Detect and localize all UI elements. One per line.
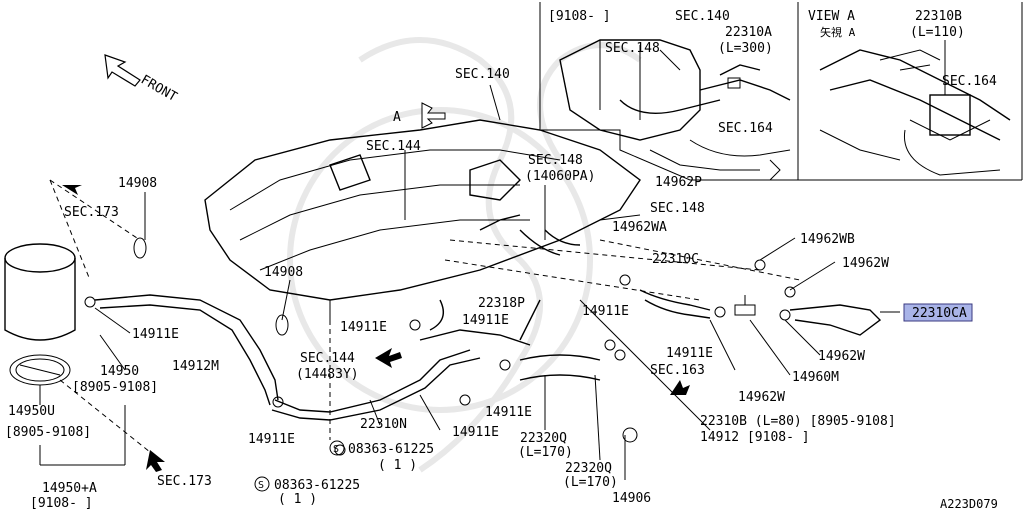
label-14911e-r1[interactable]: 14911E	[582, 304, 629, 319]
engine-cover	[204, 119, 641, 320]
label-sec173-top[interactable]: SEC.173	[64, 205, 119, 220]
label-22310b-l80[interactable]: 22310B (L=80) [8905-9108]	[700, 414, 896, 429]
label-14962w-3[interactable]: 14962W	[738, 390, 785, 405]
label-14912m[interactable]: 14912M	[172, 359, 219, 374]
sec173-bottom-arrow-icon	[146, 450, 165, 472]
label-22310c[interactable]: 22310C	[652, 252, 699, 267]
label-a-marker: A	[393, 110, 401, 125]
hose-lines	[94, 214, 882, 421]
label-bolt2-qty: ( 1 )	[278, 492, 317, 507]
label-l170-1: (L=170)	[518, 445, 573, 460]
label-bolt2[interactable]: 08363-61225	[274, 478, 360, 493]
label-14911e-c2[interactable]: 14911E	[462, 313, 509, 328]
label-l110: (L=110)	[910, 25, 965, 40]
label-sec140-inset[interactable]: SEC.140	[675, 9, 730, 24]
label-14950-range: [8905-9108]	[72, 380, 158, 395]
label-sec148-right[interactable]: SEC.148	[650, 201, 705, 216]
label-l170-2: (L=170)	[563, 475, 618, 490]
label-bolt1[interactable]: 08363-61225	[348, 442, 434, 457]
inset-canister-assembly	[559, 39, 791, 181]
label-14962w-2[interactable]: 14962W	[818, 349, 865, 364]
direction-arrows	[62, 54, 690, 472]
label-sec164-inset1[interactable]: SEC.164	[718, 121, 773, 136]
label-14911e-c1[interactable]: 14911E	[340, 320, 387, 335]
label-14950a-range: [9108- ]	[30, 496, 93, 511]
label-14960m[interactable]: 14960M	[792, 370, 839, 385]
label-22320q-2[interactable]: 22320Q	[565, 461, 612, 476]
label-14911e-c3[interactable]: 14911E	[485, 405, 532, 420]
label-bolt1-qty: ( 1 )	[378, 458, 417, 473]
label-view-a: VIEW A	[808, 9, 855, 24]
bolt2-s-mark-icon	[254, 476, 270, 492]
label-14911e-r2[interactable]: 14911E	[666, 346, 713, 361]
label-s-mark-1: S	[333, 444, 339, 455]
sec144-arrow-icon	[375, 348, 402, 368]
label-14908-top[interactable]: 14908	[118, 176, 157, 191]
label-sec163[interactable]: SEC.163	[650, 363, 705, 378]
part-labels: SEC.140 SEC.140 [9108- ] SEC.148 22310A …	[5, 9, 998, 511]
label-bracket-9108: [9108- ]	[548, 9, 611, 24]
label-14906[interactable]: 14906	[612, 491, 651, 506]
canister	[4, 243, 76, 386]
label-drawing-code: A223D079	[940, 497, 998, 511]
label-front: FRONT	[138, 72, 180, 105]
label-14060pa[interactable]: (14060PA)	[525, 169, 595, 184]
label-14950u[interactable]: 14950U	[8, 404, 55, 419]
label-l300: (L=300)	[718, 41, 773, 56]
label-22310a[interactable]: 22310A	[725, 25, 772, 40]
label-14483y[interactable]: (14483Y)	[296, 367, 359, 382]
label-14962p[interactable]: 14962P	[655, 175, 702, 190]
label-14950u-range: [8905-9108]	[5, 425, 91, 440]
leader-lines	[39, 84, 900, 480]
label-14908-mid[interactable]: 14908	[264, 265, 303, 280]
label-sec148-inset[interactable]: SEC.148	[605, 41, 660, 56]
sec173-top-arrow-icon	[62, 185, 82, 195]
label-sec164-inset2[interactable]: SEC.164	[942, 74, 997, 89]
label-14912-9108[interactable]: 14912 [9108- ]	[700, 430, 810, 445]
label-22310n[interactable]: 22310N	[360, 417, 407, 432]
label-s-mark-2: S	[258, 480, 264, 491]
label-14962w-1[interactable]: 14962W	[842, 256, 889, 271]
label-22320q-1[interactable]: 22320Q	[520, 431, 567, 446]
label-14962wb[interactable]: 14962WB	[800, 232, 855, 247]
label-14911e-left[interactable]: 14911E	[132, 327, 179, 342]
label-22318p[interactable]: 22318P	[478, 296, 525, 311]
inset-view-a	[819, 40, 1011, 176]
label-14950[interactable]: 14950	[100, 364, 139, 379]
label-14950a[interactable]: 14950+A	[42, 481, 97, 496]
bolt1-s-mark-icon	[329, 440, 345, 456]
label-14911e-bl[interactable]: 14911E	[248, 432, 295, 447]
sec163-arrow-icon	[670, 380, 690, 395]
view-a-arrow-icon	[421, 102, 446, 129]
label-sec144-upper[interactable]: SEC.144	[366, 139, 421, 154]
label-22310b-top[interactable]: 22310B	[915, 9, 962, 24]
label-sec148-14060[interactable]: SEC.148	[528, 153, 583, 168]
hose-clips	[84, 237, 796, 456]
watermark-emblem	[287, 37, 642, 473]
label-14962wa[interactable]: 14962WA	[612, 220, 667, 235]
label-sec173-bottom[interactable]: SEC.173	[157, 474, 212, 489]
label-22310ca[interactable]: 22310CA	[912, 306, 967, 321]
front-arrow-icon	[104, 54, 141, 87]
label-sec140-top[interactable]: SEC.140	[455, 67, 510, 82]
label-view-a-jp: 矢視 A	[820, 25, 856, 39]
label-14911e-c4[interactable]: 14911E	[452, 425, 499, 440]
highlighted-part-box[interactable]	[903, 303, 973, 322]
label-sec144-lower[interactable]: SEC.144	[300, 351, 355, 366]
